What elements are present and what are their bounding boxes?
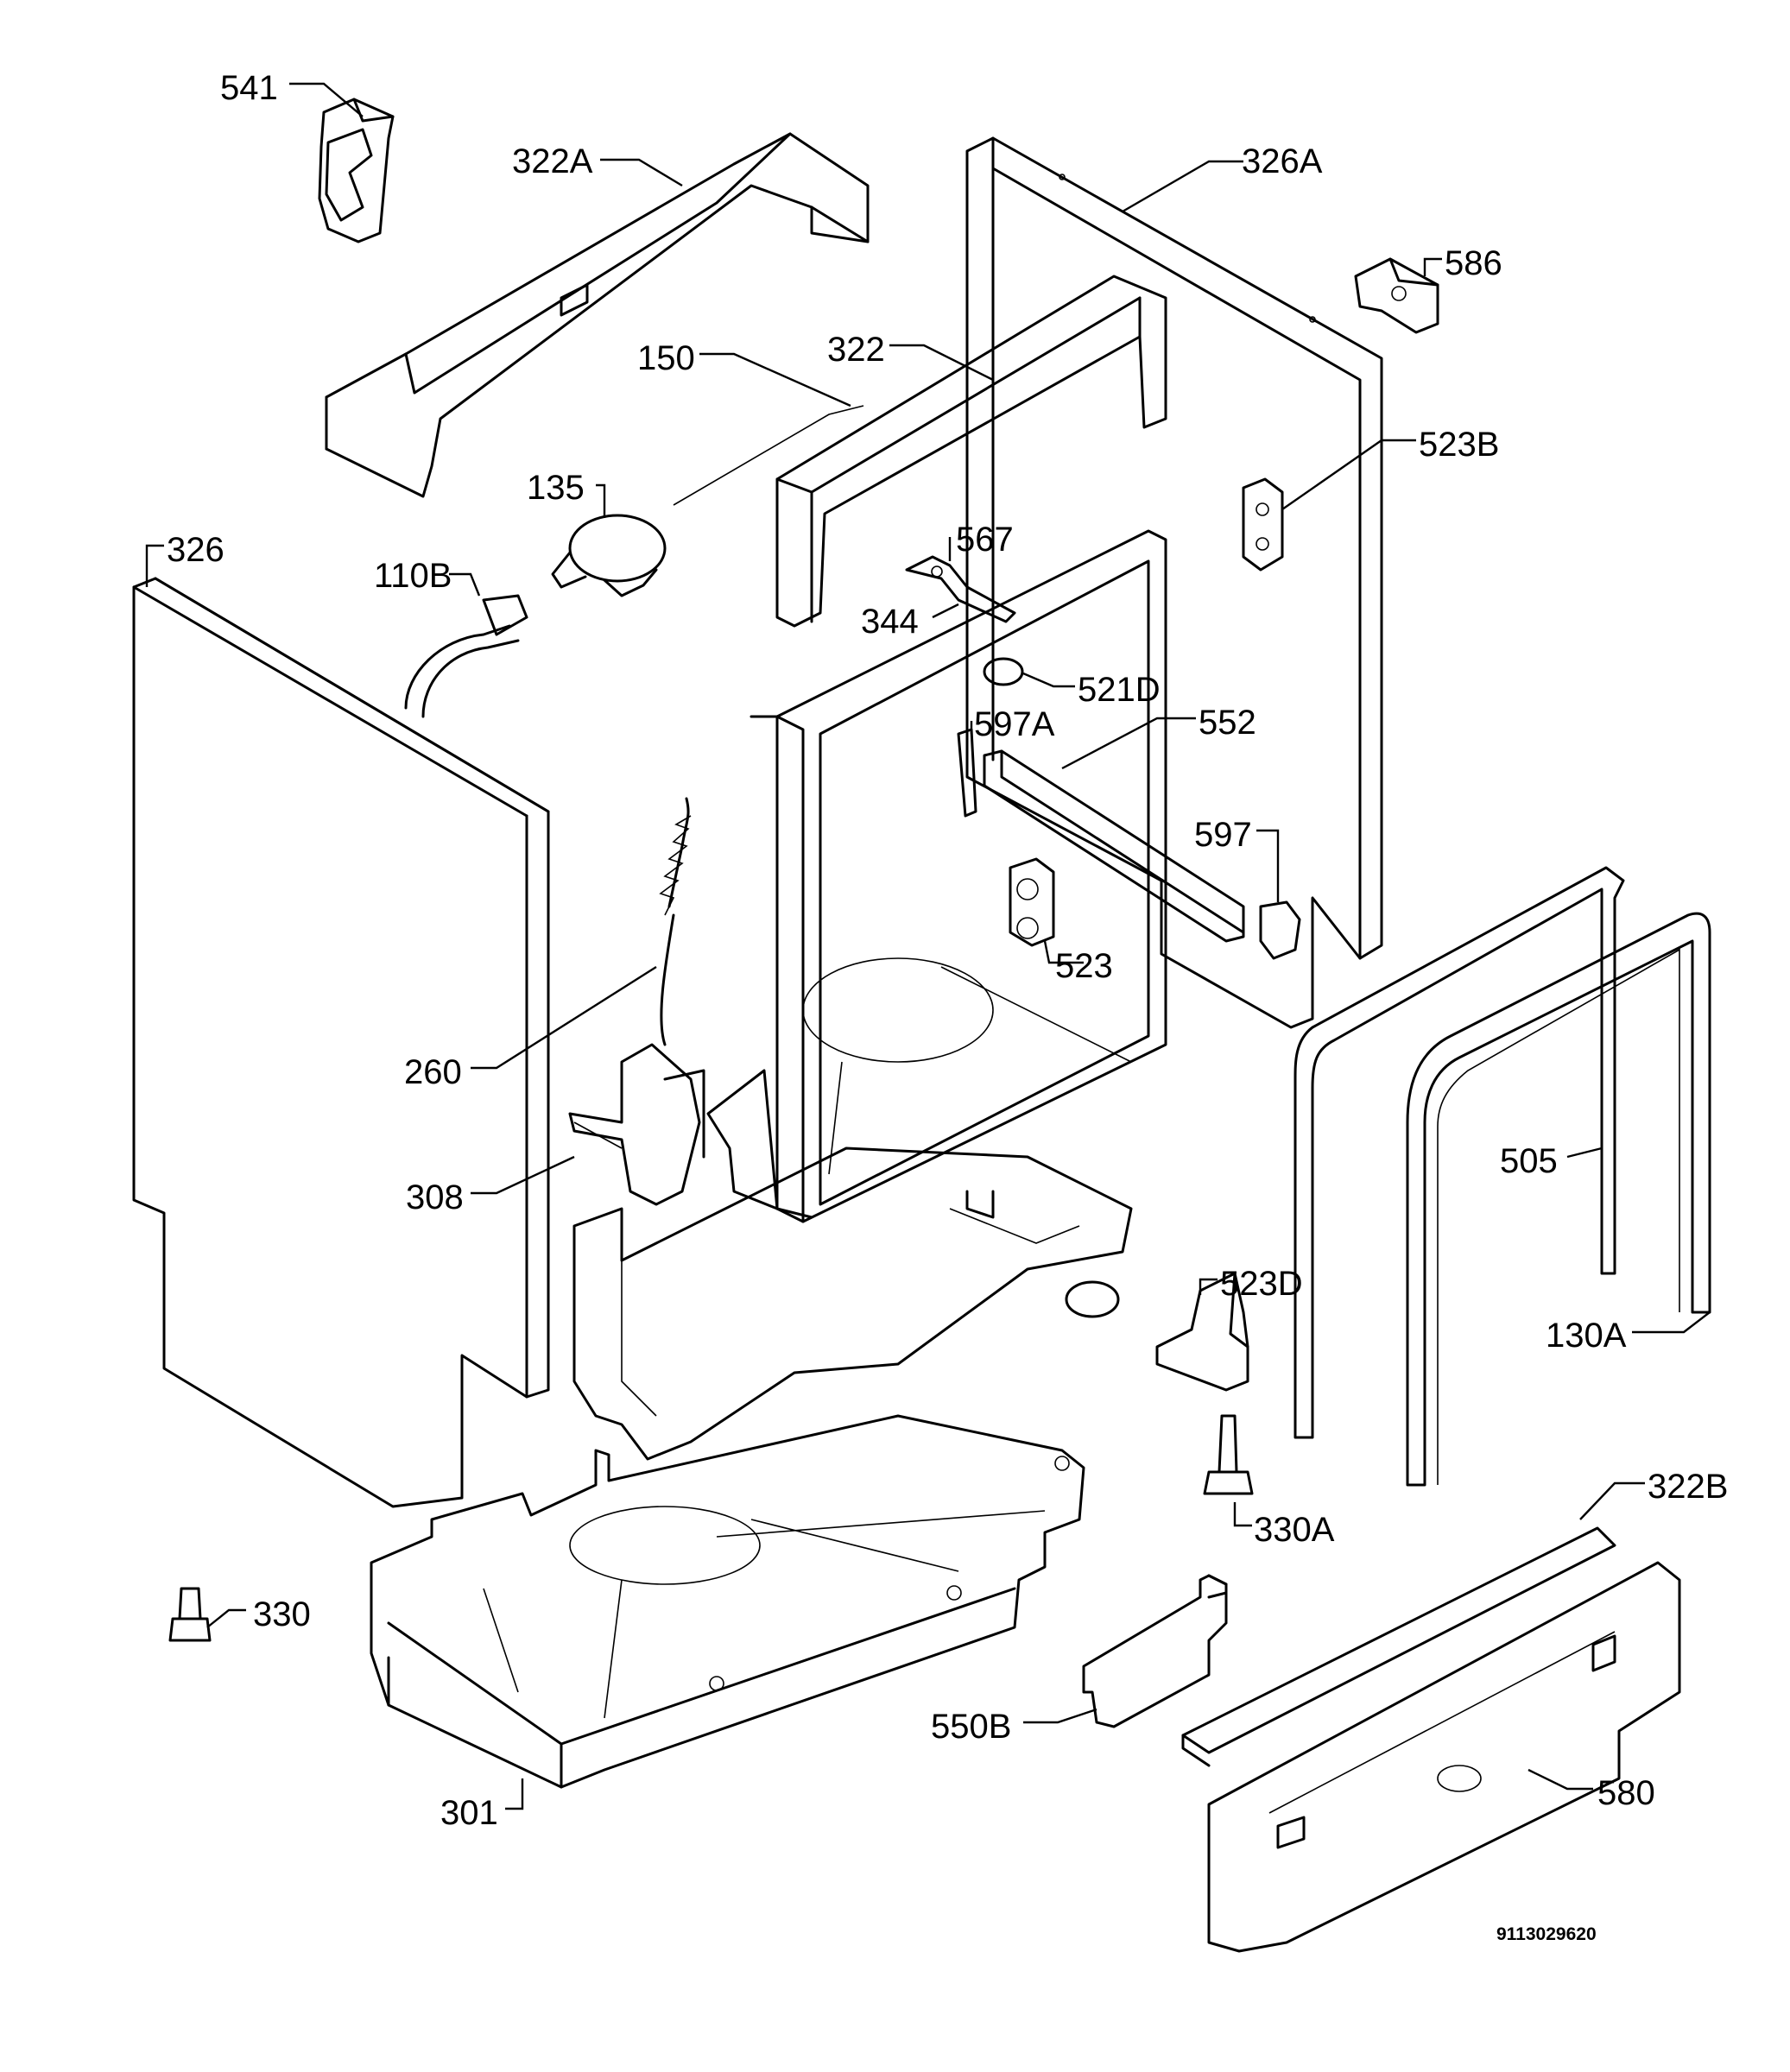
callout-150: 150 — [637, 339, 695, 377]
callout-330a: 330A — [1254, 1511, 1335, 1549]
callout-308: 308 — [406, 1178, 464, 1216]
part-541-clip — [318, 98, 395, 243]
callout-301: 301 — [440, 1794, 498, 1832]
part-523d-block — [1155, 1272, 1249, 1392]
part-330-foot — [168, 1587, 212, 1642]
part-322b-bottom-rail — [1181, 1526, 1616, 1767]
part-505-seal — [1293, 866, 1625, 1439]
callout-110b: 110B — [374, 557, 452, 595]
part-523b-seal — [1242, 477, 1284, 572]
callout-505: 505 — [1500, 1142, 1558, 1180]
part-580-kick-plate — [1207, 1561, 1681, 1953]
part-326-side-panel — [132, 577, 550, 1508]
callout-580: 580 — [1597, 1774, 1655, 1812]
callout-130a: 130A — [1546, 1317, 1627, 1355]
callout-330: 330 — [253, 1595, 311, 1633]
part-521d-grommet — [983, 657, 1024, 686]
part-110b-hose — [404, 594, 528, 718]
part-330a-foot — [1203, 1414, 1254, 1495]
part-326a-back-panel — [965, 136, 1383, 1029]
part-597a-clip — [957, 728, 977, 818]
part-tub — [706, 529, 1167, 1223]
leader-lines — [145, 82, 1711, 1810]
callout-541: 541 — [220, 69, 278, 107]
part-301-base-tray — [370, 1414, 1085, 1789]
callout-521d: 521D — [1078, 671, 1161, 709]
callout-322: 322 — [827, 331, 885, 369]
part-552-rail — [983, 749, 1245, 943]
drawing-number: 9113029620 — [1496, 1924, 1597, 1944]
part-150-outline — [673, 405, 864, 506]
callout-326: 326 — [167, 531, 225, 569]
part-597-clip — [1259, 900, 1301, 960]
callout-322a: 322A — [512, 142, 593, 180]
part-586-bracket — [1354, 257, 1439, 334]
callout-326a: 326A — [1242, 142, 1323, 180]
callout-597: 597 — [1194, 816, 1252, 854]
callout-567: 567 — [956, 521, 1014, 559]
part-260-spring — [659, 797, 692, 1046]
callout-550b: 550B — [931, 1708, 1011, 1746]
callout-344: 344 — [861, 603, 919, 641]
callout-135: 135 — [527, 469, 585, 507]
part-130a-seal — [1406, 912, 1711, 1487]
part-523-seal — [1009, 857, 1055, 947]
part-550b-bracket — [1082, 1574, 1228, 1728]
part-308-hinge — [568, 1043, 705, 1206]
callout-523b: 523B — [1419, 426, 1499, 464]
callout-322b: 322B — [1648, 1468, 1728, 1506]
part-567-344-bracket — [905, 555, 1016, 623]
part-322-top-rear-rail — [775, 275, 1167, 628]
callout-597a: 597A — [974, 705, 1055, 743]
part-322a-top-rail — [325, 132, 870, 498]
callout-523: 523 — [1055, 947, 1113, 985]
callout-586: 586 — [1445, 244, 1502, 282]
callout-523d: 523D — [1220, 1265, 1303, 1303]
part-135-air-break — [551, 514, 667, 597]
part-base-frame — [572, 1147, 1133, 1461]
callout-260: 260 — [404, 1053, 462, 1091]
callout-labels: 541 322A 326A 586 150 322 523B 135 326 1… — [167, 69, 1728, 1832]
callout-552: 552 — [1199, 704, 1256, 742]
